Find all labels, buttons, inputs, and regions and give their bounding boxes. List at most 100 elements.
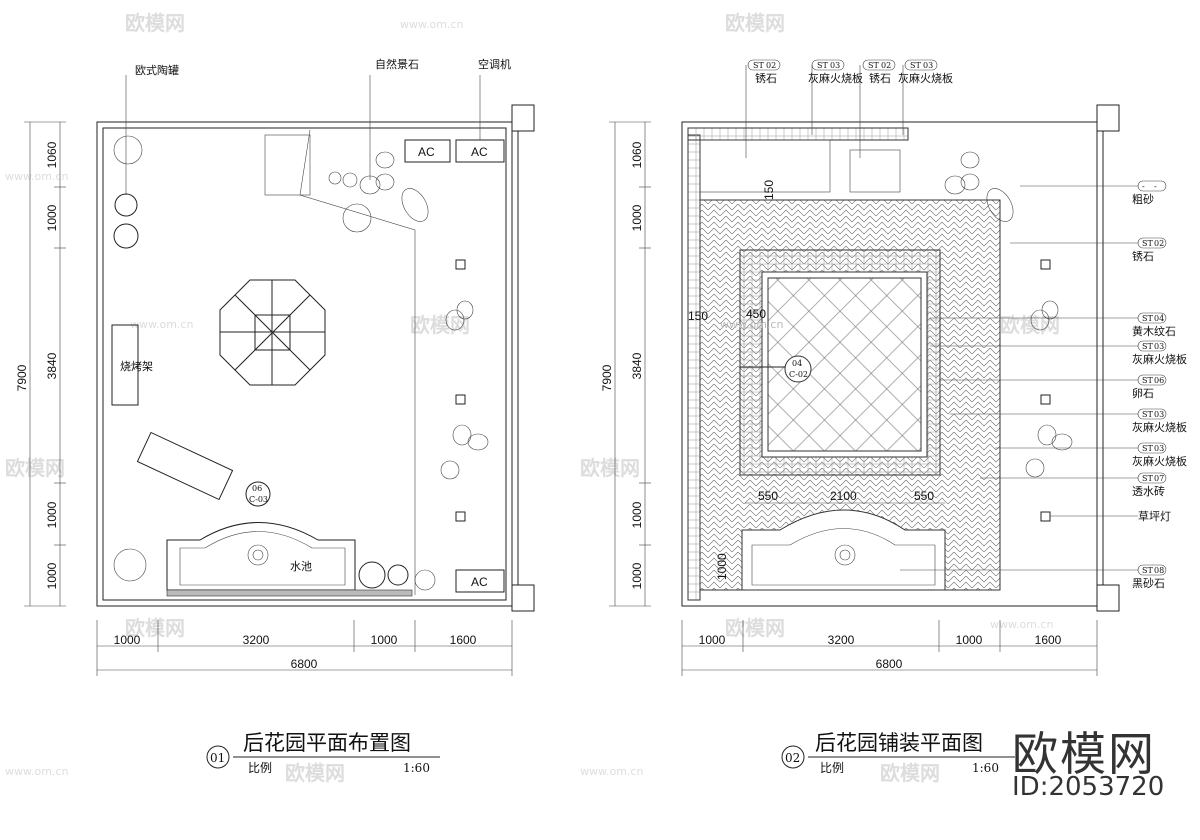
dim: 550 bbox=[758, 489, 778, 503]
dim: 3840 bbox=[630, 352, 644, 379]
material-tag: --粗砂 bbox=[1020, 180, 1167, 206]
svg-text:ST: ST bbox=[1142, 444, 1153, 453]
svg-text:ST: ST bbox=[910, 61, 921, 70]
paving-rust-stone bbox=[699, 139, 831, 193]
ac-label: AC bbox=[471, 575, 488, 589]
svg-text:03: 03 bbox=[1154, 410, 1164, 419]
svg-text:透水砖: 透水砖 bbox=[1132, 484, 1165, 498]
svg-text:灰麻火烧板: 灰麻火烧板 bbox=[808, 71, 863, 85]
section-mark-bottom: C-02 bbox=[789, 370, 808, 379]
column bbox=[511, 584, 535, 612]
watermark-url: www.om.cn bbox=[720, 318, 783, 331]
svg-text:ST: ST bbox=[753, 61, 764, 70]
lawn-light-icons bbox=[455, 259, 466, 522]
dim: 1000 bbox=[699, 633, 726, 647]
svg-text:灰麻火烧板: 灰麻火烧板 bbox=[1132, 454, 1187, 468]
ac-unit bbox=[404, 139, 451, 163]
watermark-brand: 欧模网 bbox=[880, 761, 940, 785]
drawing-number: 01 bbox=[210, 751, 225, 765]
svg-text:03: 03 bbox=[1154, 444, 1164, 453]
shrub bbox=[414, 569, 436, 591]
svg-text:02: 02 bbox=[766, 61, 776, 70]
watermark-url: www.om.cn bbox=[5, 170, 68, 183]
watermark-brand: 欧模网 bbox=[410, 313, 470, 337]
label-bbq: 烧烤架 bbox=[120, 359, 153, 373]
svg-text:锈石: 锈石 bbox=[755, 72, 777, 85]
svg-text:黄木纹石: 黄木纹石 bbox=[1132, 324, 1176, 338]
landscape-rocks bbox=[328, 151, 489, 480]
svg-text:08: 08 bbox=[1154, 566, 1164, 575]
shrub bbox=[342, 203, 372, 233]
shrub bbox=[113, 548, 147, 582]
brand-logo: 欧模网 bbox=[1012, 727, 1156, 781]
svg-text:03: 03 bbox=[1154, 342, 1164, 351]
svg-text:草坪灯: 草坪灯 bbox=[1138, 510, 1171, 523]
watermark-brand: 欧模网 bbox=[725, 11, 785, 35]
svg-text:03: 03 bbox=[923, 61, 933, 70]
paving-diagonal-center bbox=[767, 277, 922, 452]
dim: 1600 bbox=[450, 633, 477, 647]
pond bbox=[166, 522, 356, 591]
watermark-brand: 欧模网 bbox=[5, 456, 65, 480]
drawing-title: 后花园铺装平面图 bbox=[815, 731, 983, 755]
dim: 1000 bbox=[630, 562, 644, 589]
model-id: ID:2053720 bbox=[1012, 772, 1165, 802]
svg-text:黑砂石: 黑砂石 bbox=[1132, 577, 1165, 590]
svg-text:ST: ST bbox=[1142, 314, 1153, 323]
dim: 550 bbox=[914, 489, 934, 503]
svg-text:ST: ST bbox=[817, 61, 828, 70]
svg-text:03: 03 bbox=[830, 61, 840, 70]
svg-text:卵石: 卵石 bbox=[1132, 387, 1154, 400]
svg-text:ST: ST bbox=[1142, 410, 1153, 419]
dim: 1000 bbox=[371, 633, 398, 647]
watermarks: 欧模网 www.om.cn 欧模网 欧模网 欧模网 欧模网 欧模网 欧模网 欧模… bbox=[5, 11, 1060, 785]
dim-total: 7900 bbox=[600, 364, 614, 391]
dim: 1000 bbox=[956, 633, 983, 647]
dim: 1600 bbox=[1035, 633, 1062, 647]
dim: 150 bbox=[688, 309, 708, 323]
watermark-url: www.om.cn bbox=[580, 765, 643, 778]
watermark-brand: 欧模网 bbox=[1000, 313, 1060, 337]
section-mark-bottom: C-03 bbox=[249, 495, 268, 504]
title-block-right: 02 后花园铺装平面图 比例 1:60 bbox=[781, 731, 1015, 775]
dim: 1000 bbox=[630, 204, 644, 231]
paving-plan-right: 04 C-02 150 150 450 550 2100 550 1000 ST… bbox=[600, 59, 1187, 775]
bench bbox=[136, 431, 234, 501]
dim: 1000 bbox=[45, 501, 59, 528]
label-pond: 水池 bbox=[290, 560, 312, 573]
section-mark-top: 04 bbox=[792, 359, 802, 368]
svg-text:灰麻火烧板: 灰麻火烧板 bbox=[1132, 420, 1187, 434]
dim: 3840 bbox=[45, 352, 59, 379]
dim: 2100 bbox=[830, 489, 857, 503]
dim-total: 6800 bbox=[876, 657, 903, 671]
urn bbox=[113, 223, 139, 249]
watermark-brand: 欧模网 bbox=[580, 456, 640, 480]
svg-text:06: 06 bbox=[1154, 376, 1164, 385]
drawing-number: 02 bbox=[785, 751, 800, 765]
label-urn: 欧式陶罐 bbox=[135, 63, 179, 77]
dim: 450 bbox=[746, 307, 766, 321]
dim: 1000 bbox=[715, 553, 729, 580]
material-tag: 草坪灯 bbox=[1050, 510, 1171, 523]
svg-text:-: - bbox=[1154, 182, 1157, 191]
dim: 1060 bbox=[45, 141, 59, 168]
watermark-url: www.om.cn bbox=[990, 618, 1053, 631]
watermark-url: www.om.cn bbox=[130, 318, 193, 331]
svg-text:-: - bbox=[1142, 182, 1145, 191]
column bbox=[511, 104, 535, 132]
watermark-brand: 欧模网 bbox=[125, 11, 185, 35]
dim: 1000 bbox=[45, 204, 59, 231]
title-block-left: 01 后花园平面布置图 比例 1:60 bbox=[206, 731, 440, 775]
